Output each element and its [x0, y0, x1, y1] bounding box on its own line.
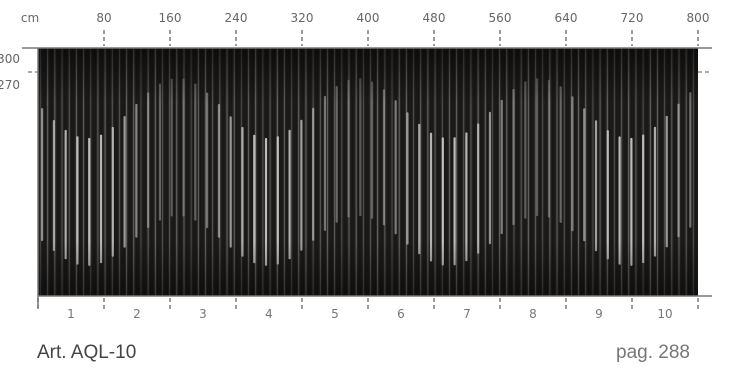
unit-label: cm [21, 11, 39, 25]
curtain-panel [38, 48, 698, 296]
panel-number-4: 4 [265, 307, 273, 320]
panel-number-3: 3 [199, 307, 207, 320]
width-mark-480: 480 [423, 11, 446, 25]
panel-number-1: 1 [67, 307, 75, 320]
width-mark-560: 560 [489, 11, 512, 25]
width-mark-320: 320 [291, 11, 314, 25]
width-mark-80: 80 [96, 11, 111, 25]
width-mark-720: 720 [621, 11, 644, 25]
width-mark-800: 800 [687, 11, 710, 25]
height-mark-300: 300 [0, 52, 20, 66]
height-mark-270: 270 [0, 78, 20, 92]
panel-number-2: 2 [133, 307, 141, 320]
article-code: Art. AQL-10 [37, 342, 137, 363]
panel-number-6: 6 [397, 307, 405, 320]
panel-number-8: 8 [529, 307, 537, 320]
width-mark-400: 400 [357, 11, 380, 25]
page-number: pag. 288 [616, 342, 690, 363]
panel-number-10: 10 [657, 307, 672, 320]
width-mark-160: 160 [159, 11, 182, 25]
curtain-dimension-drawing: cm 300 270 80 160 240 320 400 480 560 640 720 800… [0, 11, 712, 320]
panel-number-7: 7 [463, 307, 471, 320]
panel-number-9: 9 [595, 307, 603, 320]
width-mark-640: 640 [555, 11, 578, 25]
width-mark-240: 240 [225, 11, 248, 25]
panel-number-5: 5 [331, 307, 339, 320]
